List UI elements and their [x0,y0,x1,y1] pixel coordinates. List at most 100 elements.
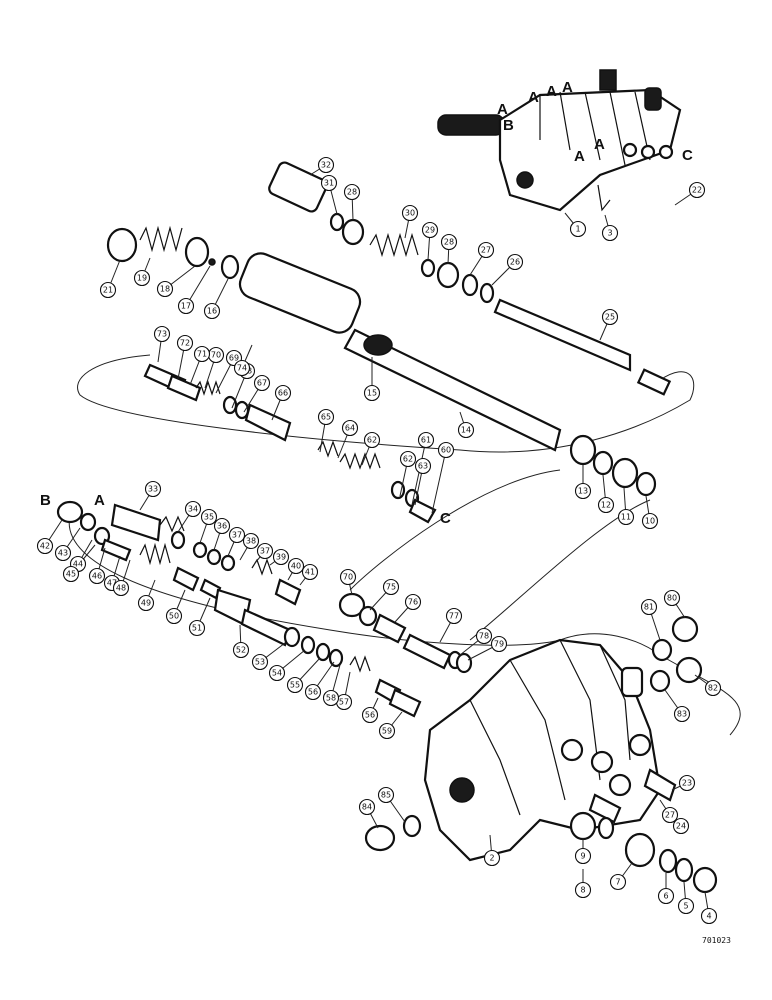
callout-number-53: 53 [255,658,265,667]
callout-circle-72 [176,334,194,352]
callout-78: 78 [475,627,493,645]
callout-circle-63 [414,457,432,475]
callout-circle-11 [617,508,635,526]
part-81-plug [671,615,699,643]
part-4-cap [692,866,718,894]
callout-53: 53 [251,653,269,671]
assembly-outline-upper [77,354,695,453]
callout-number-66: 66 [278,389,288,398]
part-32-cap [268,161,328,213]
callout-19: 19 [133,269,151,287]
callout-circle-78 [475,627,493,645]
part-25-clevis [636,368,672,396]
callout-35: 35 [200,508,218,526]
callout-circle-36 [213,517,231,535]
part-13-seal [569,434,597,466]
callout-circle-84 [358,798,376,816]
leader-line-60 [431,449,447,514]
part-23-fitting [643,768,677,802]
callout-number-60: 60 [441,446,451,455]
callout-circle-13 [574,482,592,500]
callout-number-34: 34 [188,505,198,514]
callout-circle-65 [317,408,335,426]
callout-24: 24 [672,817,690,835]
callout-circle-53 [251,653,269,671]
callout-circle-50 [165,607,183,625]
part-61-poppet [408,498,437,524]
inset-spool-end-2 [640,144,656,160]
callout-circle-28 [440,233,458,251]
part-53-oring [283,626,301,648]
callout-circle-70 [339,568,357,586]
callout-circle-31 [320,174,338,192]
callout-27: 27 [661,806,679,824]
callout-2: 2 [483,849,501,867]
callout-number-21: 21 [103,286,113,295]
callout-number-39: 39 [276,553,286,562]
callout-number-35: 35 [204,513,214,522]
callout-45: 45 [62,565,80,583]
callout-number-73: 73 [157,330,167,339]
callout-32: 32 [317,156,335,174]
callout-70: 70 [339,568,357,586]
callout-15: 15 [363,384,381,402]
callout-64: 64 [341,419,359,437]
callout-number-77: 77 [449,612,459,621]
callout-55: 55 [286,676,304,694]
callout-circle-60 [437,441,455,459]
callout-circle-8 [574,881,592,899]
port-label-a-inset-6: A [594,136,605,153]
callout-number-76: 76 [408,598,418,607]
figure-id-label: 701023 [702,936,731,945]
callout-circle-45 [62,565,80,583]
part-29-washer [420,258,436,278]
callout-number-50: 50 [169,612,179,621]
part-31-ring [329,212,345,232]
port-label-a-inset-3: A [562,79,573,96]
port-label-a-relief: A [94,492,105,509]
callout-number-84: 84 [362,803,372,812]
part-85-plug [364,824,396,852]
part-28-collar [341,218,365,246]
callout-34: 34 [184,500,202,518]
part-58-spring [349,655,371,673]
callout-number-57: 57 [339,698,349,707]
part-83-plug [675,656,703,684]
callout-80: 80 [663,589,681,607]
callout-7: 7 [609,873,627,891]
part-78-stem [402,633,452,670]
callout-circle-37 [228,526,246,544]
callout-number-42: 42 [40,542,50,551]
callout-circle-12 [597,496,615,514]
callout-26: 26 [506,253,524,271]
section-spool-parts [338,592,473,674]
relief-valve-assembly [56,500,422,718]
callout-70: 70 [207,346,225,364]
part-37-ring [220,554,236,572]
callout-circle-10 [641,512,659,530]
callout-number-61: 61 [421,436,431,445]
part-35-washer [192,541,208,559]
lower-fittings [364,615,718,894]
callout-circle-16 [203,302,221,320]
section-end-1 [560,738,584,762]
callout-number-25: 25 [605,313,615,322]
callout-number-10: 10 [645,517,655,526]
callout-number-52: 52 [236,646,246,655]
callout-circle-28 [343,183,361,201]
callout-circle-83 [673,705,691,723]
part-9-plug [569,811,597,841]
callout-number-51: 51 [192,624,202,633]
port-label-c-spool: C [440,510,451,527]
callout-circle-80 [663,589,681,607]
callout-number-1: 1 [575,225,580,234]
callout-number-23: 23 [682,779,692,788]
callout-circle-64 [341,419,359,437]
part-34-spring [159,515,185,533]
part-28-seat [436,261,460,289]
port-label-b-inset: B [503,117,514,134]
callout-number-9: 9 [580,852,585,861]
callout-number-4: 4 [706,912,711,921]
callout-84: 84 [358,798,376,816]
callout-circle-51 [188,619,206,637]
